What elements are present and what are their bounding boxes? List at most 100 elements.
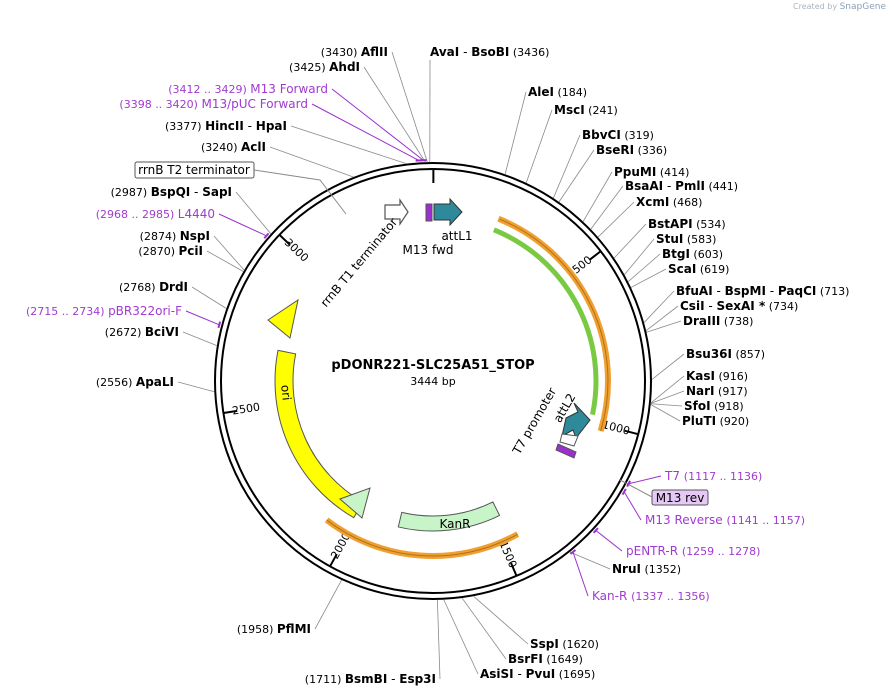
enzyme-leader (650, 404, 681, 422)
enzyme-site-nspi: (2874) NspI (140, 229, 210, 243)
primer-m13-puc-forward: (3398 .. 3420) M13/pUC Forward (119, 97, 308, 111)
enzyme-leader (206, 250, 244, 272)
m13fwd-marker (425, 203, 433, 222)
orange-feature-arc-2-edge (326, 519, 518, 557)
enzyme-site-csii: CsiI - SexAI * (734) (680, 299, 798, 313)
primer-pentr-r: pENTR-R (1259 .. 1278) (626, 544, 760, 558)
enzyme-site-msci: MscI (241) (554, 103, 618, 117)
t7promoter-label: T7 promoter (509, 385, 559, 457)
enzyme-site-sspi: SspI (1620) (530, 637, 599, 651)
enzyme-site-avai: AvaI - BsoBI (3436) (430, 45, 549, 59)
ori-label: ori (278, 384, 294, 401)
enzyme-site-aflii: (3430) AflII (321, 45, 388, 59)
enzyme-site-btgi: BtgI (603) (662, 247, 723, 261)
tick-mark (510, 562, 518, 577)
enzyme-site-asisi: AsiSI - PvuI (1695) (480, 667, 595, 681)
kanr-arrowhead (339, 487, 371, 519)
enzyme-leader (582, 171, 613, 222)
m13rev-marker (555, 443, 577, 459)
primer-leader (572, 551, 589, 597)
tick-mark (278, 234, 291, 246)
enzyme-leader (650, 403, 683, 407)
green-feature-arc (492, 227, 599, 416)
enzyme-leader (436, 599, 441, 680)
primer-leader (595, 530, 623, 552)
enzyme-site-pcii: (2870) PciI (138, 244, 203, 258)
rrnb-t2-leader (253, 169, 347, 215)
enzyme-leader (645, 305, 679, 332)
enzyme-leader (504, 91, 527, 175)
enzyme-site-drdi: (2768) DrdI (119, 280, 188, 294)
enzyme-site-alei: AleI (184) (528, 85, 587, 99)
primer-leader (331, 88, 424, 161)
enzyme-site-hincii: (3377) HincII - HpaI (165, 119, 287, 133)
enzyme-site-bsaai: BsaAI - PmlI (441) (625, 179, 738, 193)
enzyme-site-apali: (2556) ApaLI (96, 375, 174, 389)
enzyme-site-bsu36i: Bsu36I (857) (686, 347, 765, 361)
primer-leader (311, 103, 420, 161)
backbone-outer (214, 162, 652, 600)
enzyme-site-ahdi: (3425) AhdI (289, 60, 360, 74)
tick-mark (588, 250, 602, 261)
snapgene-watermark: Created by SnapGene (793, 2, 886, 12)
enzyme-site-bsrfi: BsrFI (1649) (508, 652, 583, 666)
enzyme-leader (627, 253, 661, 282)
enzyme-leader (177, 381, 215, 393)
primer-mark (217, 321, 222, 329)
enzyme-site-ppumi: PpuMI (414) (614, 165, 689, 179)
primer-leader (218, 213, 267, 237)
enzyme-site-xcmi: XcmI (468) (636, 195, 702, 209)
tick-mark (329, 553, 338, 567)
m13rev-label: M13 rev (656, 491, 705, 505)
enzyme-site-kasi: KasI (916) (686, 369, 748, 383)
enzyme-leader (269, 146, 354, 178)
enzyme-site-pflmi: (1958) PflMI (237, 622, 311, 636)
attl1-label: attL1 (441, 229, 472, 243)
primer-leader (628, 475, 662, 485)
primer-kan-r: Kan-R (1337 .. 1356) (592, 589, 710, 603)
enzyme-leader (650, 375, 685, 404)
enzyme-site-bbvci: BbvCI (319) (582, 128, 654, 142)
enzyme-leader (191, 286, 227, 309)
kanr-label: KanR (440, 517, 471, 531)
enzyme-leader (213, 235, 245, 271)
enzyme-leader (650, 390, 685, 404)
rrnb-t1-arrow (384, 198, 409, 226)
primer-leader (185, 310, 220, 326)
enzyme-site-draiii: DraIII (738) (683, 314, 753, 328)
m13rev-leader (619, 479, 653, 498)
tick-mark (223, 409, 238, 414)
enzyme-site-bfuai: BfuAI - BspMI - PaqCI (713) (676, 284, 849, 298)
enzyme-site-bcivi: (2672) BciVI (105, 325, 179, 339)
enzyme-leader (569, 551, 611, 570)
enzyme-leader (314, 579, 342, 630)
enzyme-leader (613, 223, 647, 259)
enzyme-leader (443, 599, 479, 675)
enzyme-site-acli: (3240) AclI (201, 140, 266, 154)
kanr-feature (397, 501, 501, 532)
enzyme-leader (630, 268, 667, 288)
primer-t7: T7 (1117 .. 1136) (664, 469, 762, 483)
enzyme-leader (461, 597, 507, 660)
enzyme-site-stui: StuI (583) (656, 232, 716, 246)
primer-mark (592, 527, 599, 534)
primer-mark (626, 480, 632, 488)
enzyme-site-pluti: PluTI (920) (682, 414, 749, 428)
watermark-prefix: Created by (793, 2, 838, 11)
enzyme-leader (553, 134, 581, 199)
primer-m13-reverse: M13 Reverse (1141 .. 1157) (645, 513, 805, 527)
enzyme-leader (624, 238, 655, 275)
enzyme-leader (646, 320, 682, 333)
enzyme-site-scai: ScaI (619) (668, 262, 729, 276)
primer-m13-forward: (3412 .. 3429) M13 Forward (168, 82, 328, 96)
tick-label: 2500 (231, 400, 261, 417)
enzyme-site-sfoi: SfoI (918) (684, 399, 744, 413)
enzyme-site-bspqi: (2987) BspQI - SapI (111, 185, 232, 199)
enzyme-leader (597, 201, 635, 238)
primer-mark (621, 488, 627, 496)
rrnb-t2-label: rrnB T2 terminator (138, 163, 250, 177)
primer-pbr322ori-f: (2715 .. 2734) pBR322ori-F (26, 304, 182, 318)
primer-leader (623, 491, 642, 521)
enzyme-leader (391, 51, 428, 163)
